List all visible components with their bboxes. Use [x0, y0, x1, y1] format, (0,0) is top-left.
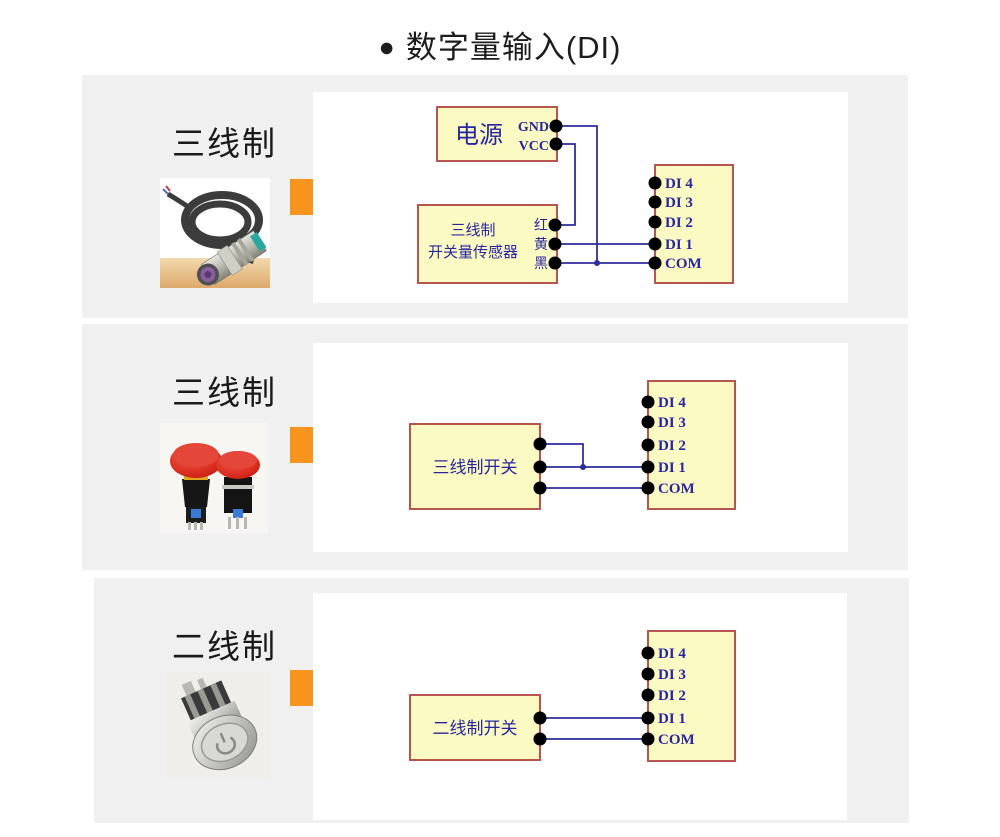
estop-left: [170, 443, 222, 530]
wire-vcc-red: [555, 143, 576, 226]
di2-label: DI 2: [658, 688, 686, 704]
black-wire-label: 黑: [534, 257, 548, 272]
estop-right: [216, 451, 260, 529]
power-box-label: 电源: [455, 122, 503, 149]
wiring-diagram-2: 三线制开关 DI 4 DI 3 DI 2 DI 1 COM: [313, 343, 848, 552]
diagram2-svg: 三线制开关 DI 4 DI 3 DI 2 DI 1 COM: [409, 380, 736, 510]
di3-label: DI 3: [658, 667, 686, 683]
di1-label: DI 1: [658, 460, 686, 476]
wires: [540, 443, 648, 489]
di2-label: DI 2: [665, 215, 693, 231]
junction-dot: [594, 260, 600, 266]
sensor-box-label-line2: 开关量传感器: [428, 244, 518, 261]
diagram3-svg: 二线制开关 DI 4 DI 3 DI 2 DI 1 COM: [409, 630, 736, 762]
sensor-body: [196, 230, 267, 286]
di-terminal-labels: DI 4 DI 3 DI 2 DI 1 COM: [658, 646, 695, 748]
wires: [540, 717, 648, 740]
cable-wire-tips: [162, 185, 171, 195]
metal-button-photo: [165, 672, 270, 778]
section-three-wire-sensor: 三线制: [82, 75, 908, 318]
di1-label: DI 1: [665, 237, 693, 253]
section1-label: 三线制: [172, 125, 277, 162]
wiring-diagram-1: 电源 GND VCC 三线制 开关量传感器 红 黄 黑: [313, 92, 848, 303]
page-title: ● 数字量输入(DI): [0, 22, 1000, 67]
page-title-text: 数字量输入(DI): [405, 30, 622, 65]
section2-label: 三线制: [172, 374, 277, 411]
wiring-diagram-3: 二线制开关 DI 4 DI 3 DI 2 DI 1 COM: [313, 593, 847, 820]
di4-label: DI 4: [658, 395, 686, 411]
wire-t1-di1: [540, 443, 584, 467]
di-terminal-labels: DI 4 DI 3 DI 2 DI 1 COM: [665, 176, 702, 272]
di2-label: DI 2: [658, 438, 686, 454]
di-terminal-dots: [648, 176, 662, 270]
sensor-box: [417, 204, 558, 284]
di4-label: DI 4: [665, 176, 693, 192]
di3-label: DI 3: [665, 195, 693, 211]
wire-gnd-com: [556, 125, 598, 263]
switch-terminal-dots: [533, 437, 547, 495]
switch-terminal-dots: [533, 711, 547, 746]
di3-label: DI 3: [658, 415, 686, 431]
wires: [555, 125, 655, 264]
di-module-box: [647, 630, 736, 762]
sensor-terminal-dots: [548, 218, 562, 270]
red-wire-label: 红: [534, 218, 548, 234]
di4-label: DI 4: [658, 646, 686, 662]
estop-buttons-photo: [160, 423, 268, 533]
switch-box: [409, 423, 541, 510]
com-label: COM: [658, 481, 695, 497]
di-terminal-dots: [641, 646, 655, 746]
junction-dot: [580, 464, 586, 470]
power-box: [436, 106, 558, 162]
vcc-label: VCC: [519, 139, 549, 154]
di-terminal-dots: [641, 395, 655, 495]
power-symbol-icon: [215, 732, 237, 755]
di1-label: DI 1: [658, 711, 686, 727]
com-label: COM: [658, 732, 695, 748]
diagram1-svg: 电源 GND VCC 三线制 开关量传感器 红 黄 黑: [417, 106, 734, 284]
gnd-label: GND: [518, 120, 549, 135]
sensor-photo: [160, 178, 270, 288]
switch-box-label: 三线制开关: [433, 458, 518, 477]
di-terminal-labels: DI 4 DI 3 DI 2 DI 1 COM: [658, 395, 695, 497]
di-module-box: [647, 380, 736, 510]
bullet-icon: ●: [378, 32, 396, 62]
di-module-box: [654, 164, 734, 284]
section3-label: 二线制: [172, 628, 277, 665]
com-label: COM: [665, 256, 702, 272]
yellow-wire-label: 黄: [534, 236, 548, 253]
switch-box-label: 二线制开关: [433, 719, 518, 738]
metal-button-body: [181, 677, 258, 771]
section-two-wire-switch: 二线制: [94, 578, 909, 823]
switch-box: [409, 694, 541, 761]
sensor-box-label-line1: 三线制: [450, 222, 495, 239]
power-terminal-dots: [549, 119, 563, 151]
section-three-wire-switch: 三线制: [82, 324, 908, 570]
